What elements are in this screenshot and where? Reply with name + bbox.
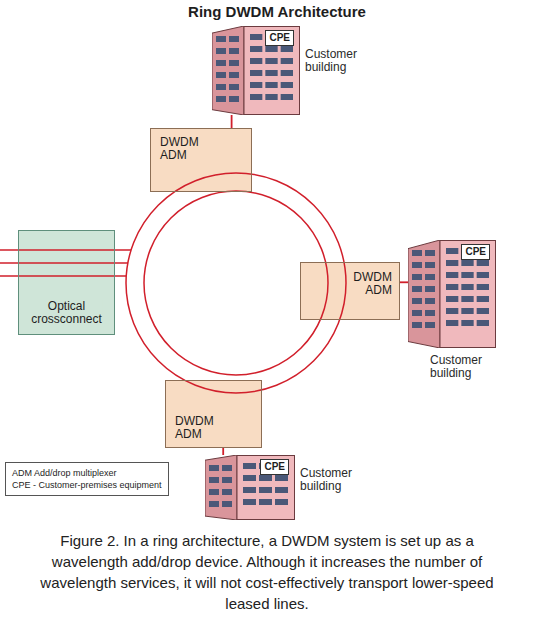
key-entry: ADM Add/drop multiplexer [12,467,162,479]
building-label: Customer building [305,48,357,74]
customer-building: CPECustomer building [205,455,295,520]
crossconnect-box: Optical crossconnect [18,230,115,335]
cpe-tag: CPE [260,459,289,475]
cpe-tag: CPE [461,244,490,260]
customer-building: CPECustomer building [408,240,496,348]
box-label: DWDM ADM [352,271,393,297]
box-label: DWDM ADM [159,136,200,162]
fiber-drop-line [222,448,224,455]
box-fill [150,128,252,192]
customer-building: CPECustomer building [212,26,300,115]
dwdm-adm-box: DWDM ADM [165,380,262,448]
building-label: Customer building [430,354,482,380]
diagram-title: Ring DWDM Architecture [167,3,387,20]
abbreviation-key: ADM Add/drop multiplexerCPE - Customer-p… [5,462,169,496]
box-fill [300,262,400,320]
cpe-tag: CPE [265,30,294,46]
dwdm-adm-box: DWDM ADM [150,128,252,192]
fiber-drop-line [231,115,233,128]
figure-caption: Figure 2. In a ring architecture, a DWDM… [22,530,512,614]
key-entry: CPE - Customer-premises equipment [12,479,162,491]
fiber-drop-line [400,281,408,283]
box-label: Optical crossconnect [30,300,103,326]
building-label: Customer building [300,467,352,493]
box-label: DWDM ADM [174,415,215,441]
dwdm-adm-box: DWDM ADM [300,262,400,320]
fiber-ring-outer [126,173,346,393]
box-fill [18,230,115,335]
crossconnect-fiber [0,249,131,251]
crossconnect-fiber [0,262,128,264]
